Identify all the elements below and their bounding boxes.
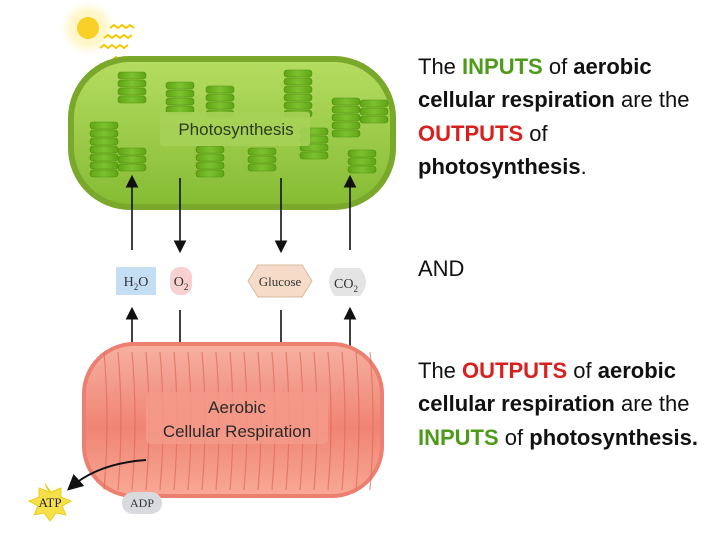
thylakoid [331,129,361,138]
thylakoid [205,93,235,102]
adp-box [122,492,162,514]
statement-outputs-of-respiration: The OUTPUTS of aerobic cellular respirat… [418,354,718,454]
thylakoid [359,99,389,108]
thylakoid [205,101,235,110]
crista [369,351,374,491]
thylakoid [205,85,235,94]
thylakoid [117,79,147,88]
thylakoid [283,77,313,86]
thylakoid [89,137,119,146]
connector-and: AND [418,256,465,281]
thylakoid [247,147,277,156]
thylakoid [117,155,147,164]
crista [327,351,332,491]
atp-burst-icon [28,483,72,522]
keyword-photosynthesis: photosynthesis [418,154,581,180]
thylakoid [359,107,389,116]
thylakoid [165,97,195,106]
thylakoid [89,161,119,170]
glucose-label: Glucose [259,274,302,289]
crista [355,351,360,491]
statement-inputs-of-respiration: The INPUTS of aerobic cellular respirati… [418,50,718,184]
thylakoid [195,145,225,154]
thylakoid [89,169,119,178]
thylakoid [347,165,377,174]
thylakoid [359,115,389,124]
thylakoid [283,101,313,110]
text-fragment: are the [614,87,690,113]
thylakoid [331,105,361,114]
crista [341,351,346,491]
co2-label: CO2 [334,277,358,294]
adp-label: ADP [130,496,154,510]
water-box [116,267,156,295]
thylakoid [89,153,119,162]
keyword-cellular-respiration: cellular respiration [418,391,615,417]
crista [117,351,122,491]
text-fragment: are the [614,391,690,417]
cycle-diagram: Photosynthesis H2O O2 Glucose CO2 Aerobi… [28,0,396,522]
oxygen-label: O2 [174,275,189,292]
thylakoid [283,69,313,78]
thylakoid [283,85,313,94]
atp-label: ATP [38,495,61,510]
thylakoid [89,121,119,130]
co2-box [329,268,366,296]
thylakoid [331,121,361,130]
text-fragment: The [418,54,463,79]
text-fragment: of [542,54,574,79]
keyword-aerobic: aerobic [573,54,652,79]
thylakoid [165,89,195,98]
thylakoid [331,97,361,106]
thylakoid [331,113,361,122]
thylakoid [247,155,277,164]
thylakoid [117,95,147,104]
thylakoid [165,105,195,114]
thylakoid [89,129,119,138]
keyword-inputs: INPUTS [462,54,543,79]
thylakoid [89,145,119,154]
thylakoid [283,93,313,102]
thylakoid [195,169,225,178]
sun-icon [58,0,118,58]
thylakoid [347,149,377,158]
thylakoid [117,71,147,80]
keyword-photosynthesis: photosynthesis. [529,424,698,450]
thylakoid [247,163,277,172]
text-fragment: . [580,154,587,180]
keyword-inputs: INPUTS [418,424,499,450]
thylakoid [347,157,377,166]
keyword-aerobic: aerobic [597,358,676,383]
keyword-outputs: OUTPUTS [418,120,524,146]
mitochondrion-label-line2: Cellular Respiration [163,422,311,441]
mitochondrion-label-line1: Aerobic [208,398,266,417]
keyword-cellular-respiration: cellular respiration [418,87,615,113]
thylakoid [117,147,147,156]
text-fragment: The [418,358,463,383]
thylakoid [195,161,225,170]
crista [131,351,136,491]
crista [103,351,108,491]
text-fragment: of [498,424,530,450]
thylakoid [165,81,195,90]
chloroplast-label: Photosynthesis [178,120,293,139]
thylakoid [299,151,329,160]
thylakoid [117,163,147,172]
text-fragment: of [567,358,598,383]
thylakoid [195,153,225,162]
glucose-box [247,264,313,298]
keyword-outputs: OUTPUTS [462,358,568,383]
text-fragment: of [523,120,548,146]
thylakoid [117,87,147,96]
water-label: H2O [124,275,149,292]
oxygen-box [170,267,192,295]
